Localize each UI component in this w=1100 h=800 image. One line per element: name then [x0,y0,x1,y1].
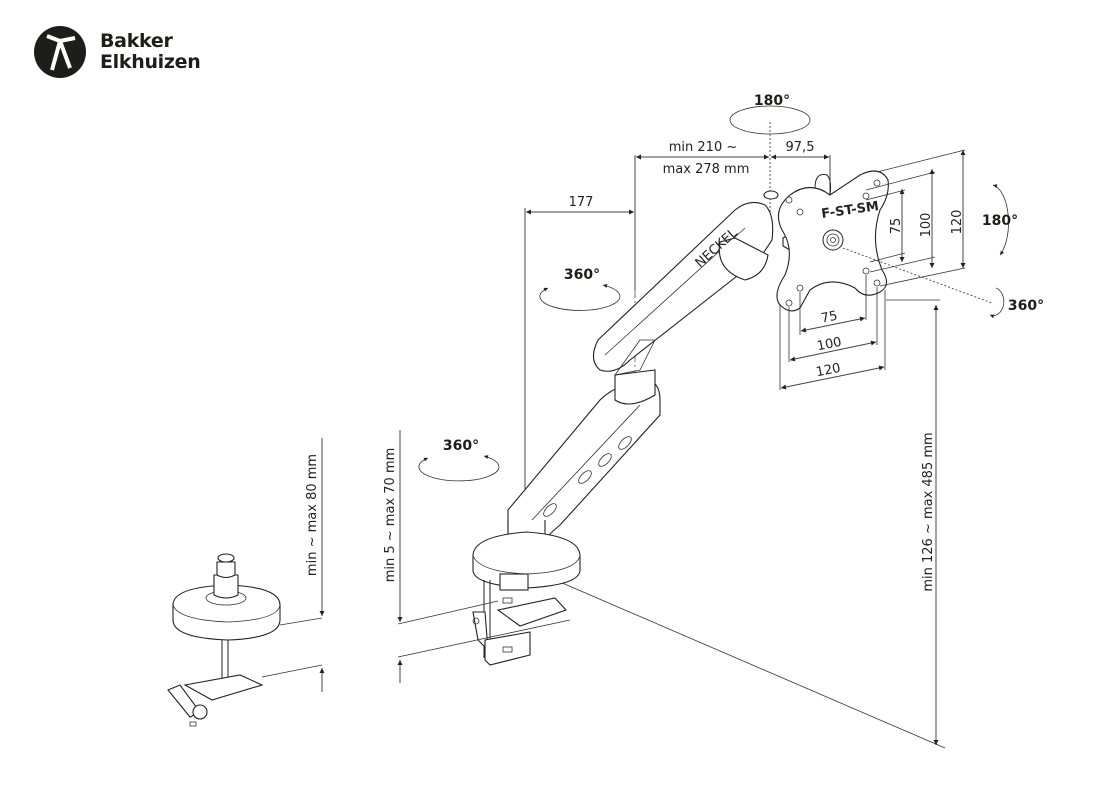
lower-arm-swivel: 360° [418,438,500,482]
grommet-thickness-dimension: min ~ max 80 mm [305,438,325,692]
grommet-mount [167,553,323,727]
arm-reach-dimension: min 210 ~ max 278 mm [634,140,769,290]
brand-name: Bakker Elkhuizen [100,30,201,73]
lower-arm [507,379,661,541]
desk-clamp [397,531,581,666]
vesa-offset-label: 97,5 [786,140,815,155]
vesa-horizontal-dimensions: 75 100 120 [780,309,885,390]
base-offset-dimension: 177 [524,195,634,500]
vesa-plate: F-ST-SM [776,170,889,312]
rotation-ellipse [729,105,811,135]
desk-bottom-line [397,619,571,658]
clamp-plate [496,597,567,627]
desk-edge-line [559,581,946,749]
vesa-rotation: 360° [989,287,1044,319]
upper-arm [592,201,774,372]
circle-figure-logo-icon [34,26,86,78]
vesa-vertical-75: 75 [889,218,904,235]
top-tilt-label: 180° [754,93,790,109]
arm-reach-label-line2: max 278 mm [663,162,750,177]
vesa-horizontal-75: 75 [820,309,839,327]
upper-arm-swivel-label: 360° [564,267,600,283]
brand-name-line1: Bakker [100,30,173,52]
height-range-label: min 126 ~ max 485 mm [921,432,936,591]
vesa-vertical-100: 100 [919,213,934,238]
vesa-rotation-axis [842,247,993,304]
height-range-dimension: min 126 ~ max 485 mm [886,299,940,745]
clamp-thickness-label: min 5 ~ max 70 mm [383,448,398,583]
brand-name-line2: Elkhuizen [100,51,201,73]
clamp-thickness-dimension: min 5 ~ max 70 mm [383,430,403,683]
grommet-base [172,584,281,641]
side-tilt-label: 180° [982,213,1018,229]
arm-reach-label-line1: min 210 ~ [669,140,738,155]
side-tilt-rotation: 180° [982,184,1018,256]
base-offset-label: 177 [569,195,594,210]
upper-arm-swivel: 360° [539,267,621,311]
desk-top-line [397,600,499,625]
vesa-horizontal-100: 100 [816,335,843,354]
grommet-plate [183,674,264,701]
vesa-vertical-dimensions: 75 100 120 [889,150,966,268]
vesa-rotation-label: 360° [1008,298,1044,314]
brand-logo: Bakker Elkhuizen [34,26,201,78]
monitor-arm: NECKEL [507,190,797,553]
lower-arm-swivel-label: 360° [443,438,479,454]
tilt-mechanism [718,237,769,281]
grommet-thickness-label: min ~ max 80 mm [305,454,320,576]
elbow-joint [614,369,656,405]
vesa-horizontal-120: 120 [815,361,842,380]
vesa-vertical-120: 120 [950,210,965,235]
